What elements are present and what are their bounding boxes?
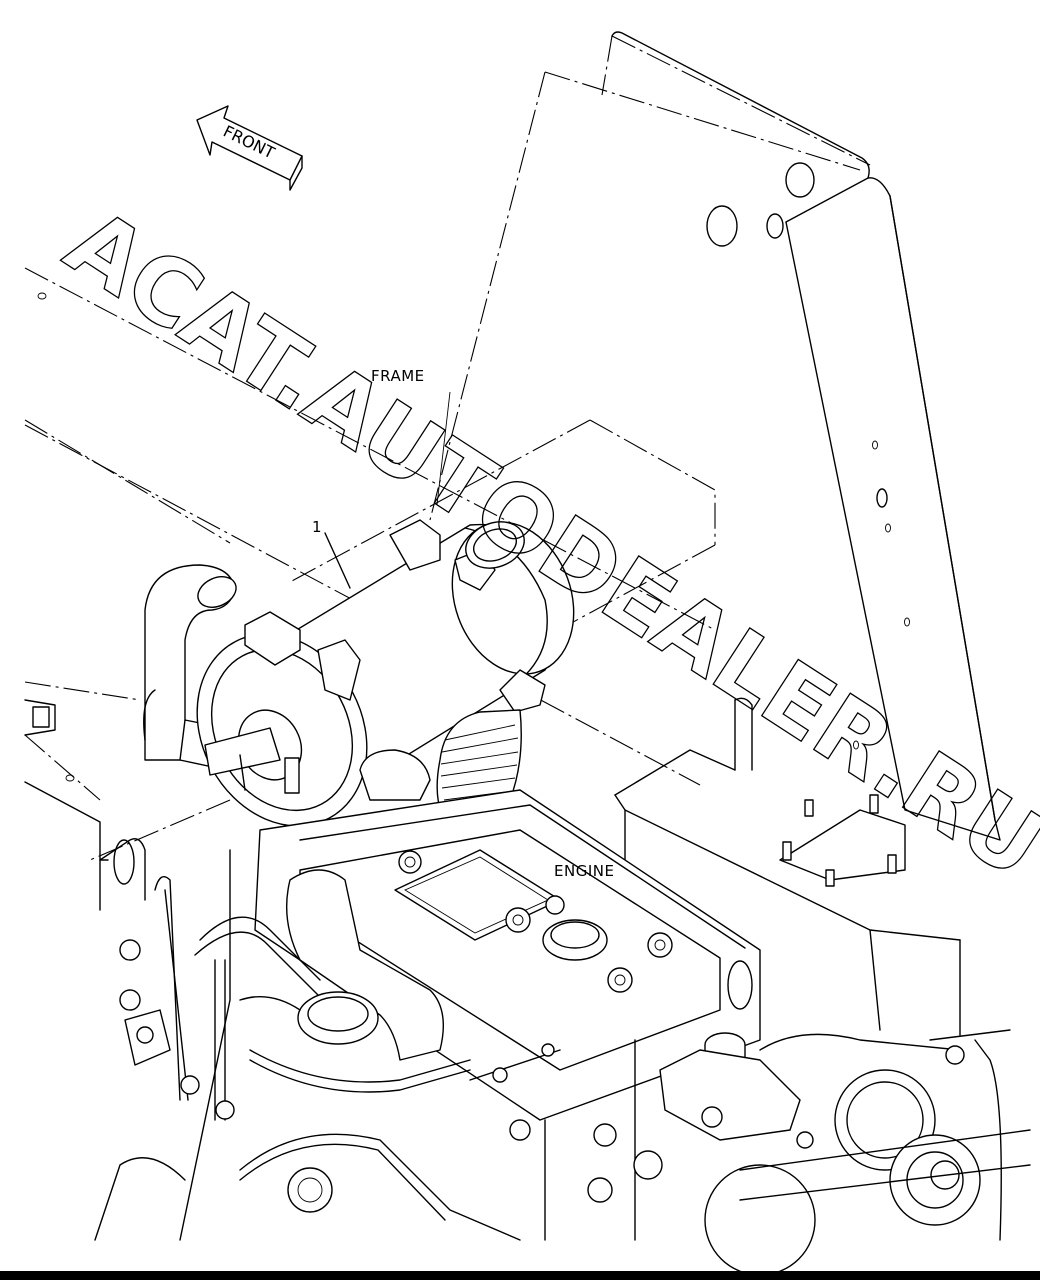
part-callout-number: 1 <box>312 518 323 536</box>
watermark: ACAT.AUTODEALER.RU <box>47 188 1040 900</box>
engine-label: ENGINE <box>554 862 615 880</box>
frame-label: FRAME <box>371 367 425 385</box>
frame-leader <box>436 391 451 506</box>
bottom-border <box>0 1271 1040 1280</box>
front-arrow-icon: FRONT <box>196 105 303 191</box>
thermostat-housing <box>633 1032 801 1180</box>
fuel-lines <box>99 838 753 1241</box>
frame-long-member <box>24 267 716 911</box>
alternator-pulley <box>704 1029 1031 1276</box>
frame-upright-plate <box>429 31 1001 841</box>
callout-leader <box>324 532 351 589</box>
engine-block <box>94 789 761 1241</box>
watermark-text: ACAT.AUTODEALER.RU <box>48 189 1040 900</box>
air-cleaner-assembly <box>196 519 575 827</box>
engine-mount-bracket <box>614 697 961 1036</box>
